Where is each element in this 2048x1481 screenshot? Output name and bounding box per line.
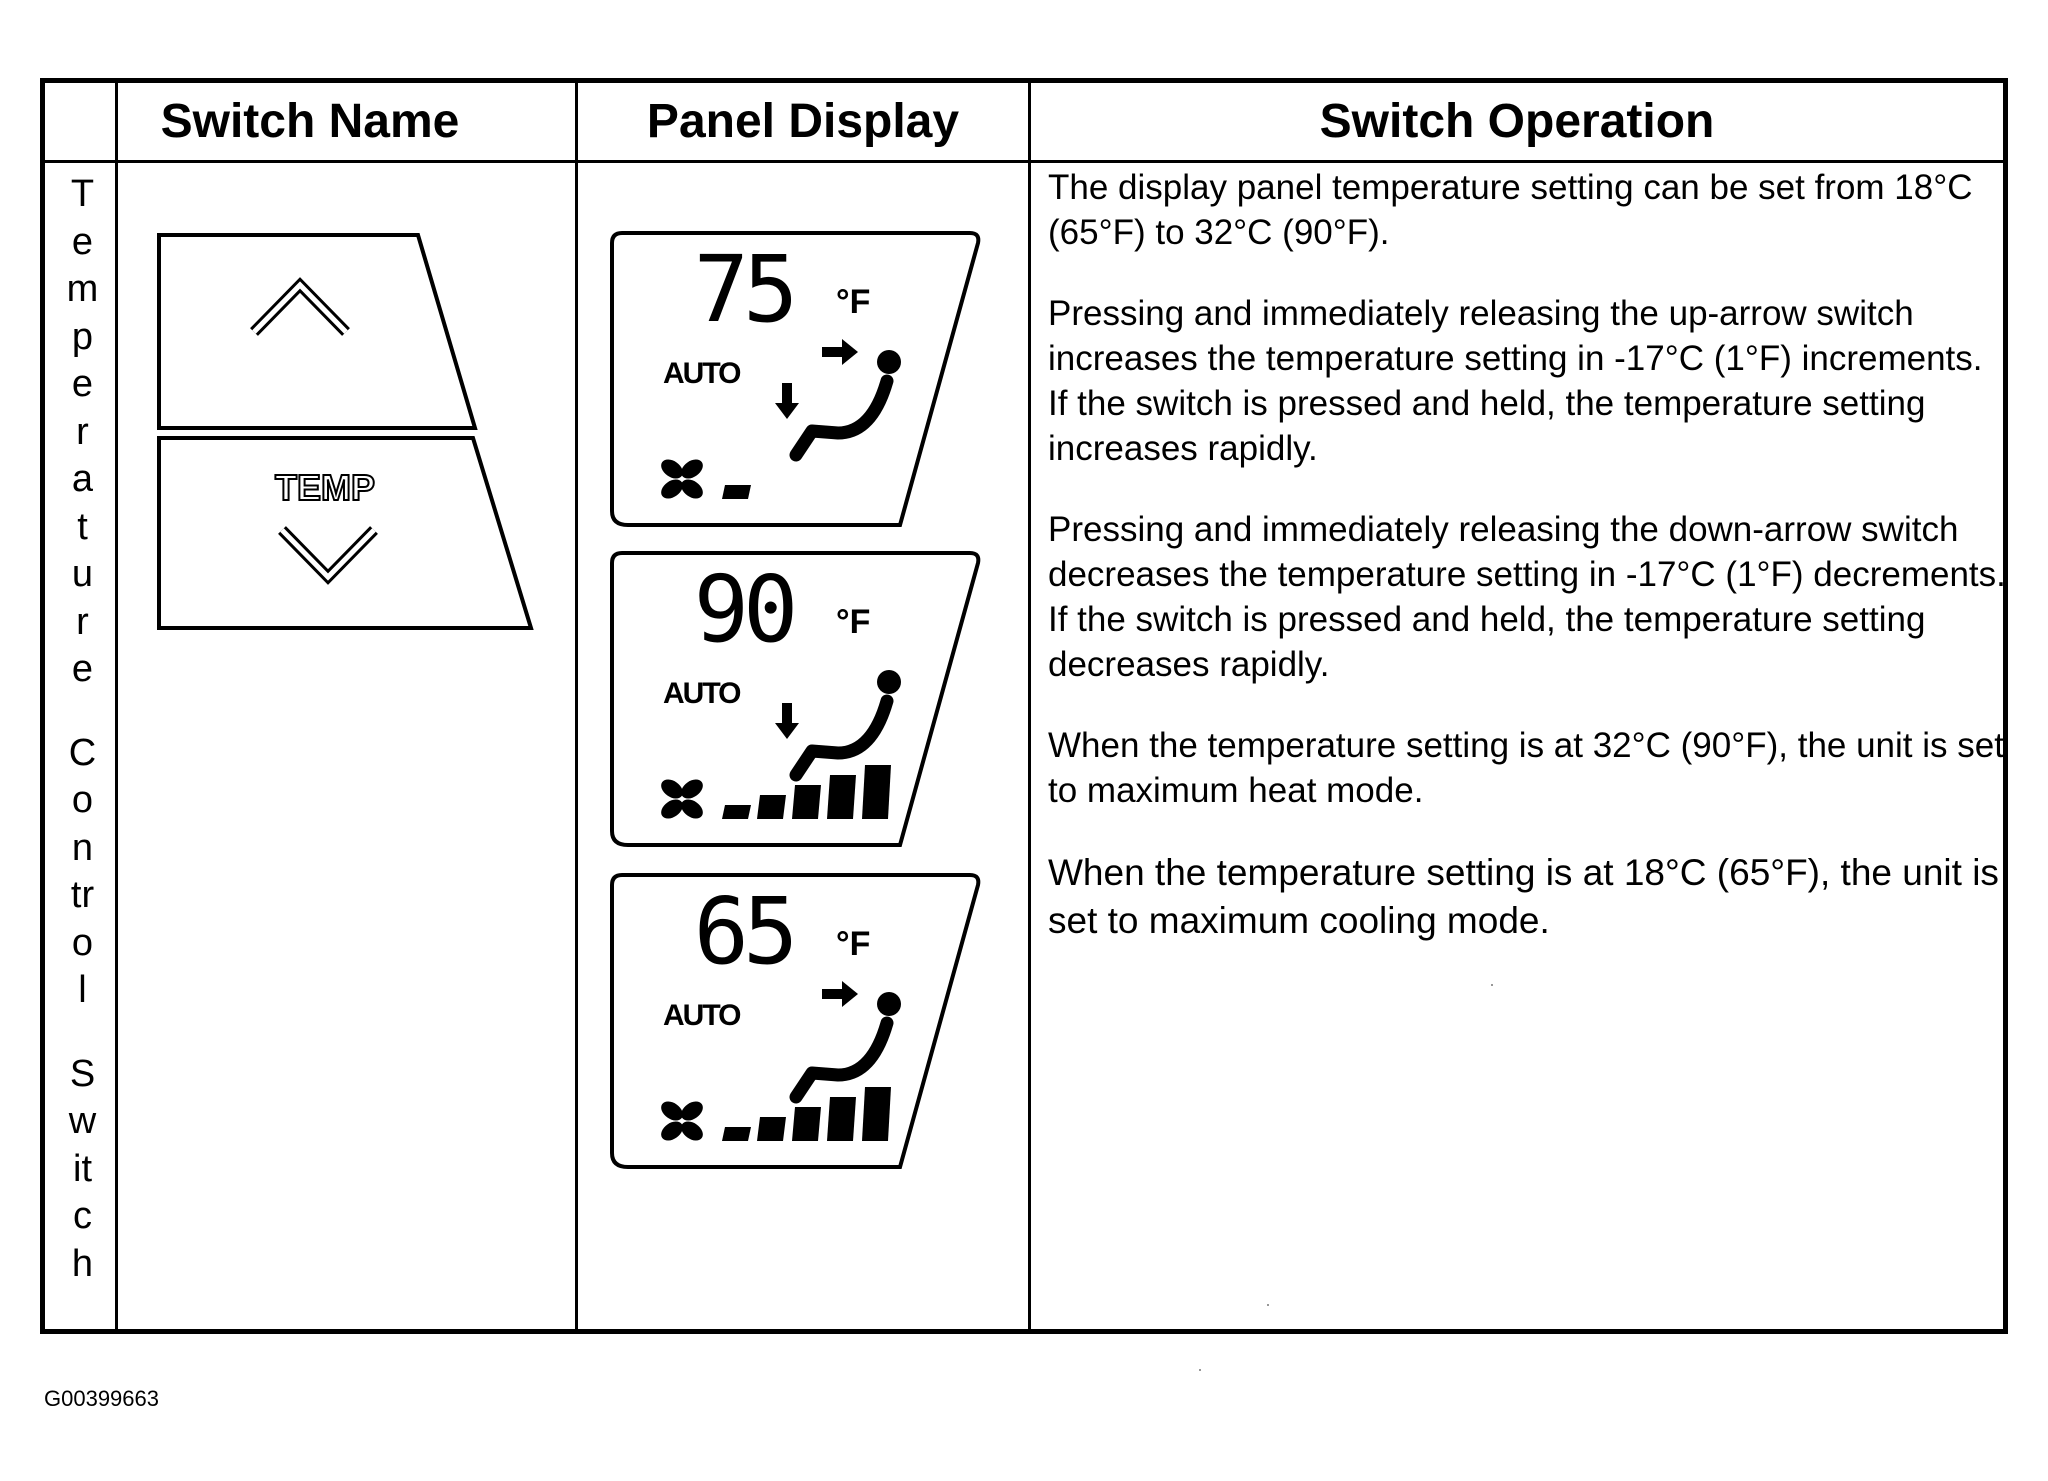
panel-display: 75 °F AUTO — [610, 231, 981, 527]
row-label-letter: o — [71, 779, 94, 821]
row-label-letter: a — [71, 458, 94, 500]
fan-level-bars — [722, 765, 891, 819]
panel-temperature-unit: °F — [836, 283, 870, 321]
panel-display: 90 °F AUTO — [610, 551, 981, 847]
panel-temperature: 75 — [694, 236, 793, 343]
fan-level-bar — [757, 1117, 786, 1141]
temp-down-button[interactable]: TEMP — [157, 436, 534, 630]
fan-level-bar — [792, 1107, 821, 1141]
column-divider — [575, 83, 578, 1329]
row-label-letter: e — [71, 648, 94, 690]
row-label-letter: o — [71, 921, 94, 964]
row-label-letter: e — [71, 363, 94, 405]
panel-mode: AUTO — [663, 677, 741, 710]
operation-paragraph-max-heat: When the temperature setting is at 32°C … — [1048, 726, 2004, 810]
operation-paragraph-max-cool: When the temperature setting is at 18°C … — [1048, 852, 1999, 941]
arrow-down-icon — [775, 703, 799, 739]
row-label-letter: n — [71, 826, 94, 869]
fan-level-bars — [722, 485, 751, 499]
row-label-letter: p — [71, 315, 94, 358]
fan-level-bar — [757, 795, 786, 819]
seat-occupant-icon — [789, 992, 901, 1104]
switch-operation-text: The display panel temperature setting ca… — [1048, 161, 2008, 981]
row-label-letter: it — [73, 1147, 92, 1190]
fan-icon — [661, 1101, 703, 1141]
fan-level-bar — [827, 1097, 856, 1141]
row-label-letter: h — [71, 1242, 94, 1285]
column-divider — [115, 83, 118, 1329]
header-divider — [45, 160, 2003, 163]
panel-temperature: 65 — [694, 878, 793, 985]
fan-level-bar — [722, 1127, 751, 1141]
panel-temperature-unit: °F — [836, 603, 870, 641]
fan-level-bar — [827, 775, 856, 819]
fan-level-bar — [722, 485, 751, 499]
fan-level-bar — [722, 805, 751, 819]
row-label-letter: w — [68, 1100, 97, 1142]
temp-up-button[interactable] — [157, 233, 478, 430]
row-label-letter: tr — [70, 874, 95, 916]
row-label-letter: C — [68, 731, 97, 774]
chevron-up-icon — [250, 277, 350, 336]
seat-occupant-icon — [789, 350, 901, 462]
header-switch-operation: Switch Operation — [1319, 95, 1715, 148]
switch-table: Switch Name Panel Display Switch Operati… — [40, 78, 2008, 1334]
fan-level-bar — [862, 1087, 891, 1141]
figure-id: G00399663 — [44, 1386, 159, 1411]
temp-button-label: TEMP — [275, 467, 375, 508]
operation-paragraph-up: Pressing and immediately releasing the u… — [1048, 294, 1983, 468]
fan-level-bars — [722, 1087, 891, 1141]
column-divider — [1028, 83, 1031, 1329]
panel-display: 65 °F AUTO — [610, 873, 981, 1169]
row-label-letter: l — [78, 969, 87, 1011]
operation-paragraph-down: Pressing and immediately releasing the d… — [1048, 510, 2006, 684]
row-label-letter: c — [73, 1195, 92, 1237]
row-label-letter: t — [77, 505, 88, 548]
arrow-right-icon — [822, 339, 858, 365]
row-label-letter: e — [71, 220, 94, 263]
arrow-right-icon — [822, 981, 858, 1007]
row-label-letter: u — [71, 553, 94, 595]
row-label-letter: r — [76, 410, 89, 453]
panel-frame — [610, 231, 981, 527]
panel-mode: AUTO — [663, 999, 741, 1032]
fan-icon — [661, 459, 703, 499]
fan-icon — [661, 779, 703, 819]
arrow-down-icon — [775, 383, 799, 419]
panel-displays: 75 °F AUTO 90 °F AUTO 65 °F AUTO — [610, 231, 981, 1169]
row-label-letter: m — [66, 268, 99, 310]
row-label-letter: S — [69, 1052, 96, 1095]
chevron-down-icon — [278, 526, 378, 585]
row-label-letter: T — [70, 173, 95, 215]
panel-temperature: 90 — [694, 556, 793, 663]
header-switch-name: Switch Name — [160, 95, 460, 148]
row-label-letter: r — [76, 600, 89, 643]
seat-occupant-icon — [789, 670, 901, 782]
fan-level-bar — [792, 785, 821, 819]
panel-temperature-unit: °F — [836, 925, 870, 963]
panel-mode: AUTO — [663, 357, 741, 390]
operation-paragraph-range: The display panel temperature setting ca… — [1048, 168, 1973, 252]
header-panel-display: Panel Display — [646, 95, 960, 148]
fan-level-bar — [862, 765, 891, 819]
